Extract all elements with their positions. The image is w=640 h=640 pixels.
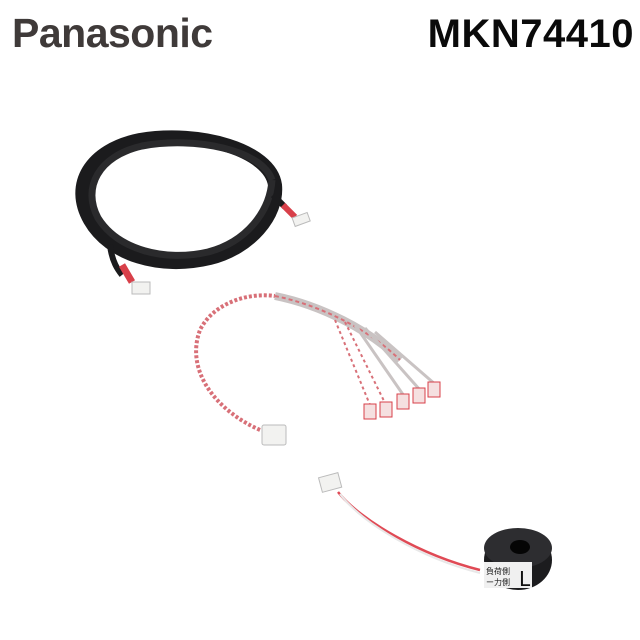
model-number: MKN74410: [427, 12, 634, 56]
connector-white: [291, 211, 311, 228]
connector-white: [261, 424, 287, 446]
brand-logo: Panasonic: [12, 10, 213, 56]
connector-white: [131, 281, 151, 295]
current-sensor-ct: 負荷側 ー力側 L: [317, 472, 552, 591]
ct-label-letter: L: [519, 567, 531, 591]
ct-label-bottom: ー力側: [486, 577, 510, 587]
ct-label-top: 負荷側: [486, 566, 510, 576]
branch-harness: [194, 292, 441, 446]
black-sheathed-cable: [75, 130, 311, 295]
